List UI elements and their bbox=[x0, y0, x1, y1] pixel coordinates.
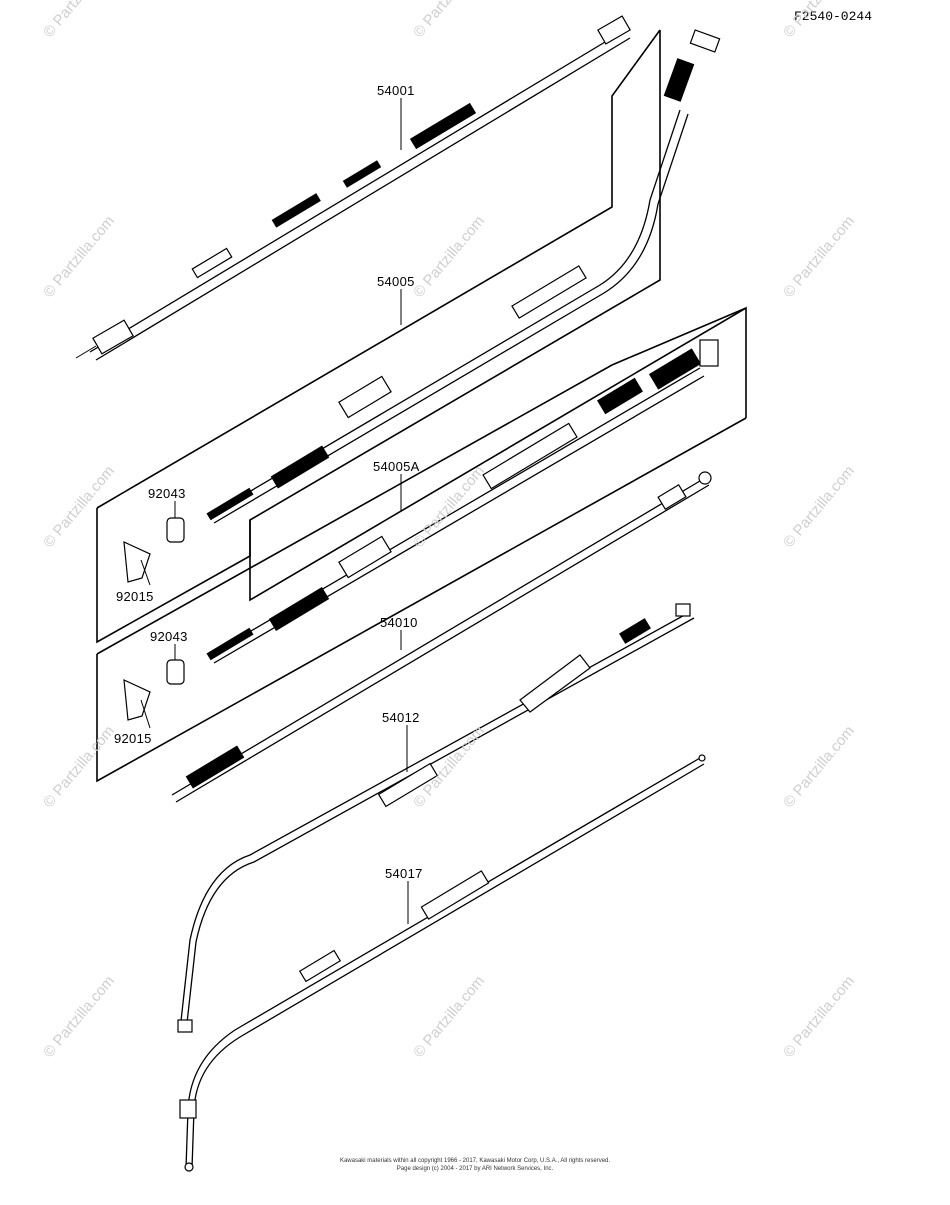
cable-54017 bbox=[179, 754, 706, 1172]
part-ref-54001: 54001 bbox=[377, 83, 415, 98]
leader-92015-a bbox=[140, 559, 151, 586]
part-92043-a bbox=[166, 517, 185, 543]
cable-54005a bbox=[206, 339, 719, 664]
cable-54001 bbox=[75, 15, 631, 361]
part-92043-b bbox=[166, 659, 185, 685]
part-ref-92043-a: 92043 bbox=[148, 486, 186, 501]
leader-92015-b bbox=[140, 699, 151, 729]
part-ref-54005: 54005 bbox=[377, 274, 415, 289]
part-ref-54005a: 54005A bbox=[373, 459, 420, 474]
part-ref-54012: 54012 bbox=[382, 710, 420, 725]
part-92015-b bbox=[123, 679, 151, 721]
cable-54005 bbox=[206, 29, 721, 524]
cable-54010 bbox=[171, 471, 712, 803]
footer-copyright: Kawasaki materials within all copyright … bbox=[339, 1158, 611, 1164]
part-92015-a bbox=[123, 541, 151, 583]
part-ref-92043-b: 92043 bbox=[150, 629, 188, 644]
part-ref-92015-a: 92015 bbox=[116, 589, 154, 604]
cable-54012 bbox=[177, 603, 695, 1033]
footer-page-design: Page design (c) 2004 - 2017 by ARI Netwo… bbox=[396, 1166, 554, 1172]
frame-54005-top bbox=[96, 29, 661, 509]
frame-54005a-right bbox=[96, 417, 747, 783]
part-ref-92015-b: 92015 bbox=[114, 731, 152, 746]
part-ref-54017: 54017 bbox=[385, 866, 423, 881]
figure-code: F2540-0244 bbox=[793, 9, 872, 24]
frame-54005a bbox=[249, 306, 747, 602]
frame-54005a-top bbox=[96, 307, 747, 655]
part-ref-54010: 54010 bbox=[380, 615, 418, 630]
